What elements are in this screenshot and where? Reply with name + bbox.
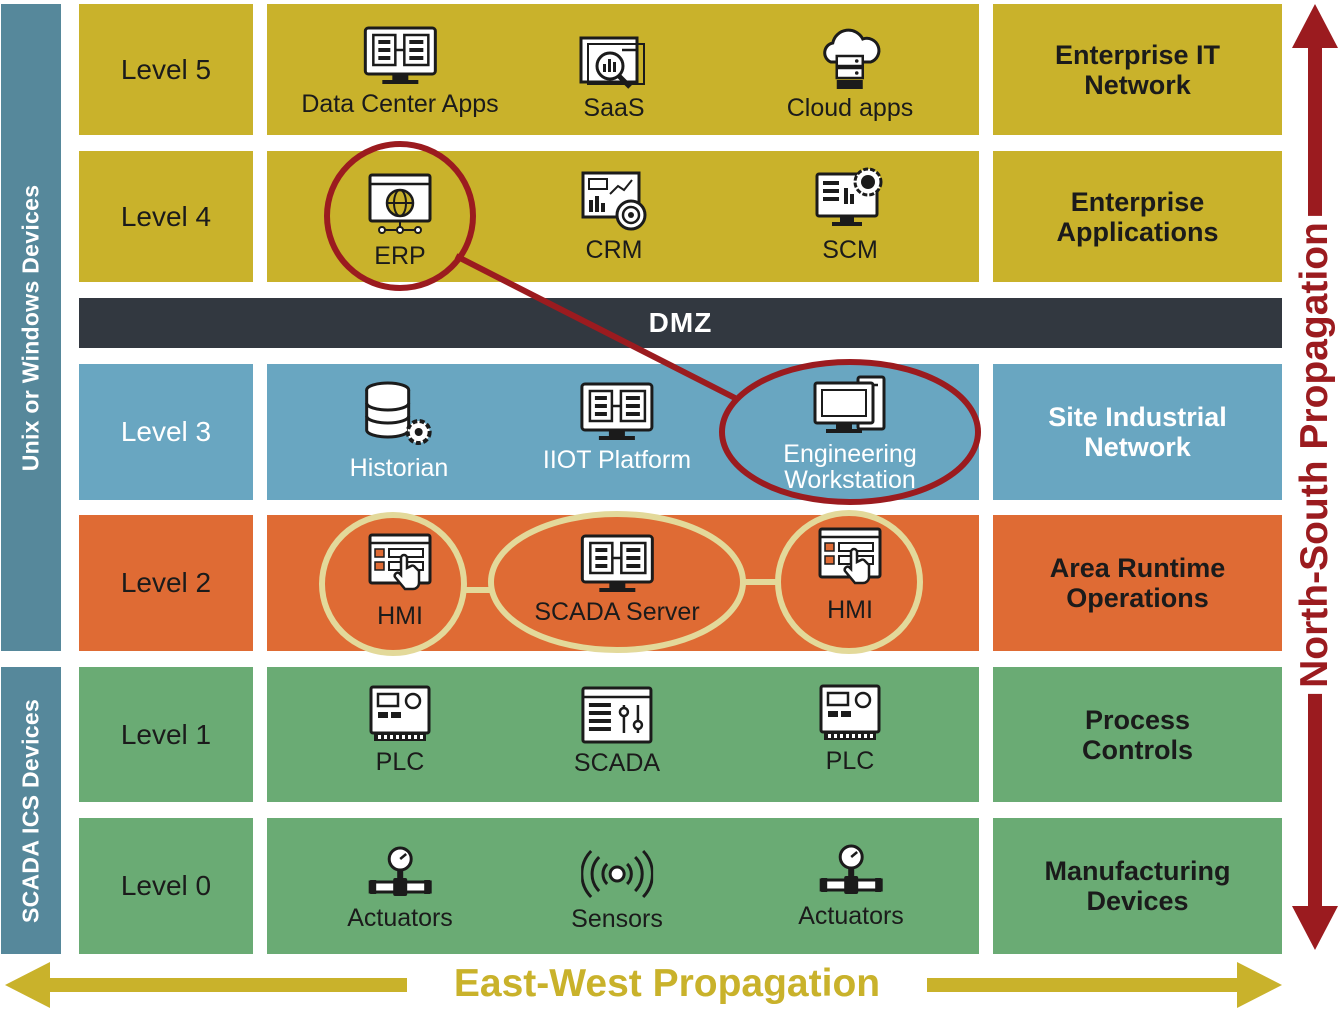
scada-ics-devices-text: SCADA ICS Devices [17,698,44,923]
cloud-server-icon [817,28,883,90]
sensors-item: Sensors [571,847,663,933]
touch-panel-icon [367,532,433,598]
plc-icon [368,684,432,744]
saas-item: SaaS [578,34,650,122]
database-gear-icon [363,380,435,450]
scada-item: SCADA [574,685,660,777]
crm-item: CRM [580,170,648,264]
workstation-icon [812,375,888,437]
historian-label: Historian [349,454,449,482]
plc-right-item: PLC [818,683,882,775]
analytics-search-icon [578,34,650,90]
level-1-description: Process Controls [993,667,1282,802]
scm-label: SCM [822,236,878,264]
historian-item: Historian [349,380,449,482]
data-center-apps-item: Data Center Apps [301,26,499,118]
cloud-apps-label: Cloud apps [786,94,914,122]
plc-left-item: PLC [368,684,432,776]
data-center-apps-label: Data Center Apps [301,90,499,118]
globe-browser-icon [367,172,433,238]
actuators-right-label: Actuators [798,902,904,930]
level-4-label: Level 4 [79,151,253,282]
actuators-left-item: Actuators [347,846,453,932]
valve-gauge-icon [367,846,433,900]
actuators-left-label: Actuators [347,904,453,932]
hmi-right-label: HMI [827,596,873,624]
scada-server-item: SCADA Server [534,534,700,626]
iiot-platform-item: IIOT Platform [543,382,691,474]
sensors-label: Sensors [571,905,663,933]
crm-label: CRM [585,236,643,264]
monitor-gear-icon [814,164,886,232]
hmi-left-label: HMI [377,602,423,630]
unix-windows-devices-label: Unix or Windows Devices [1,4,61,651]
saas-label: SaaS [583,94,645,122]
level-5-label: Level 5 [79,4,253,135]
engineering-workstation-label: Engineering Workstation [783,440,917,494]
north-south-propagation-label: North-South Propagation [1293,216,1337,694]
erp-label: ERP [374,242,426,270]
level-2-description: Area Runtime Operations [993,515,1282,651]
level-0-description: Manufacturing Devices [993,818,1282,954]
level-4-description: Enterprise Applications [993,151,1282,282]
touch-panel-icon [817,526,883,592]
east-west-propagation-label: East-West Propagation [407,957,927,1011]
level-5-description: Enterprise IT Network [993,4,1282,135]
monitor-diagram-icon [362,26,438,86]
dmz-band: DMZ [79,298,1282,348]
wireless-sensor-icon [581,847,653,901]
unix-windows-devices-text: Unix or Windows Devices [17,184,44,471]
cloud-apps-item: Cloud apps [787,28,913,122]
valve-gauge-icon [818,844,884,898]
level-2-label: Level 2 [79,515,253,651]
erp-item: ERP [367,172,433,270]
level-0-label: Level 0 [79,818,253,954]
control-panel-icon [580,685,654,745]
scm-item: SCM [814,164,886,264]
hmi-left-item: HMI [367,532,433,630]
iiot-platform-label: IIOT Platform [542,446,692,474]
scada-label: SCADA [573,749,661,777]
scada-ics-devices-label: SCADA ICS Devices [1,667,61,954]
dashboard-target-icon [580,170,648,232]
hmi-right-item: HMI [817,526,883,624]
plc-left-label: PLC [375,748,425,776]
scada-server-label: SCADA Server [534,598,700,626]
monitor-diagram-icon [579,534,655,594]
actuators-right-item: Actuators [798,844,904,930]
plc-right-label: PLC [825,747,875,775]
level-1-label: Level 1 [79,667,253,802]
engineering-workstation-item: Engineering Workstation [765,375,935,493]
plc-icon [818,683,882,743]
monitor-diagram-icon [579,382,655,442]
level-3-description: Site Industrial Network [993,364,1282,500]
level-3-label: Level 3 [79,364,253,500]
